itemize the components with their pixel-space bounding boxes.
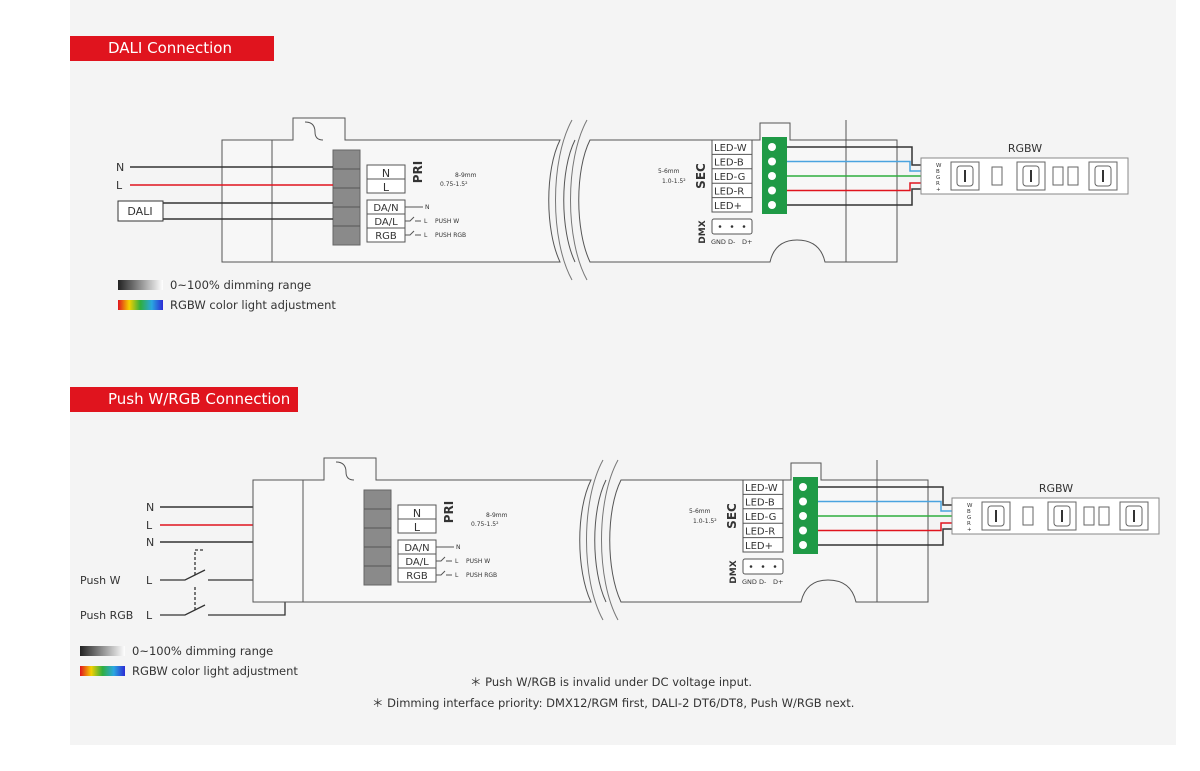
pri-wire-gauge: 0.75-1.5²: [440, 181, 468, 188]
push-input-n2: N: [146, 536, 154, 549]
led-strip: RGBW W B G R +: [951, 482, 1160, 535]
led-g-label: LED-G: [714, 172, 745, 183]
dal-label: DA/L: [374, 217, 398, 228]
led-plus-label: LED+: [745, 541, 773, 552]
pri-terminal-labels: N L PRI 8-9mm 0.75-1.5² DA/N DA/L RGB N …: [397, 501, 508, 583]
rgbw-gradient-swatch: [118, 300, 163, 310]
led-plus-label: LED+: [714, 201, 742, 212]
section-header-push: Push W/RGB Connection: [70, 387, 298, 412]
dan-label: DA/N: [373, 203, 398, 214]
legend-color: RGBW color light adjustment: [170, 298, 336, 312]
pri-l: L: [383, 181, 390, 194]
strip-pin-b: B: [967, 509, 971, 515]
rgb-label: RGB: [375, 231, 397, 242]
strip-pin-g: G: [967, 515, 971, 521]
driver-body: [252, 457, 929, 621]
strip-pin-plus: +: [936, 187, 941, 193]
driver-unit-push: N L PRI 8-9mm 0.75-1.5² DA/N DA/L RGB N …: [252, 457, 1160, 621]
note-priority: ＊ Dimming interface priority: DMX12/RGM …: [372, 696, 854, 710]
dal-label: DA/L: [405, 557, 429, 568]
sec-label: SEC: [694, 163, 708, 189]
note-dc-input: ＊ Push W/RGB is invalid under DC voltage…: [470, 675, 752, 689]
led-b-label: LED-B: [745, 498, 775, 509]
strip-pin-w: W: [967, 503, 973, 509]
strip-title: RGBW: [1039, 482, 1073, 495]
dan-label: DA/N: [404, 543, 429, 554]
sec-strip-length: 5-6mm: [689, 508, 711, 515]
push-w-l: L: [146, 574, 153, 587]
dal-l: L: [424, 218, 428, 225]
sec-wire-gauge: 1.0-1.5²: [693, 518, 717, 525]
push-rgb-l: L: [146, 609, 153, 622]
strip-pin-plus: +: [967, 527, 972, 533]
pri-label: PRI: [411, 161, 425, 184]
dimming-gradient-swatch: [118, 280, 163, 290]
push-w-label: PUSH W: [435, 218, 459, 225]
diagram-panel: [70, 0, 1176, 745]
push-rgb-input: Push RGB: [80, 609, 133, 622]
rgbw-gradient-swatch: [80, 666, 125, 676]
strip-pin-r: R: [936, 181, 940, 187]
dmx-gnd: GND: [742, 578, 757, 586]
strip-pin-r: R: [967, 521, 971, 527]
sec-strip-length: 5-6mm: [658, 168, 680, 175]
dmx-d-plus: D+: [773, 578, 783, 586]
legend-dimming: 0~100% dimming range: [132, 644, 273, 658]
led-b-label: LED-B: [714, 158, 744, 169]
pri-strip-length: 8-9mm: [486, 512, 508, 519]
pri-strip-length: 8-9mm: [455, 172, 477, 179]
dmx-d-plus: D+: [742, 238, 752, 246]
led-w-label: LED-W: [745, 483, 778, 494]
legend-color: RGBW color light adjustment: [132, 664, 298, 678]
pri-label: PRI: [442, 501, 456, 524]
pri-n: N: [413, 507, 421, 520]
push-w-input: Push W: [80, 574, 121, 587]
dmx-label: DMX: [698, 220, 708, 243]
strip-pin-b: B: [936, 169, 940, 175]
dali-inputs: N L DALI: [116, 161, 333, 222]
driver-unit: N L PRI 8-9mm 0.75-1.5² DA/N DA/L RGB N …: [221, 117, 1129, 281]
led-w-label: LED-W: [714, 143, 747, 154]
pri-n: N: [382, 167, 390, 180]
push-rgb-label: PUSH RGB: [466, 572, 497, 579]
legend-dali: 0~100% dimming range RGBW color light ad…: [118, 278, 336, 312]
led-strip: RGBW W B G R +: [920, 142, 1129, 195]
dimming-gradient-swatch: [80, 646, 125, 656]
sec-wire-gauge: 1.0-1.5²: [662, 178, 686, 185]
dali-bus-box: DALI: [127, 205, 152, 218]
led-r-label: LED-R: [745, 527, 775, 538]
legend-dimming: 0~100% dimming range: [170, 278, 311, 292]
strip-pin-w: W: [936, 163, 942, 169]
sec-terminal: 5-6mm 1.0-1.5² SEC LED-W LED-B LED-G LED…: [689, 477, 818, 586]
input-n: N: [116, 161, 124, 174]
push-input-n1: N: [146, 501, 154, 514]
push-rgb-label: PUSH RGB: [435, 232, 466, 239]
rgb-l: L: [455, 572, 459, 579]
input-l: L: [116, 179, 123, 192]
dan-n: N: [456, 544, 461, 551]
strip-pin-g: G: [936, 175, 940, 181]
legend-push: 0~100% dimming range RGBW color light ad…: [80, 644, 298, 678]
pri-l: L: [414, 521, 421, 534]
dal-l: L: [455, 558, 459, 565]
rgb-label: RGB: [406, 571, 428, 582]
driver-body: [221, 117, 898, 281]
strip-title: RGBW: [1008, 142, 1042, 155]
dmx-gnd: GND: [711, 238, 726, 246]
dan-n: N: [425, 204, 430, 211]
led-g-label: LED-G: [745, 512, 776, 523]
push-input-l: L: [146, 519, 153, 532]
led-r-label: LED-R: [714, 187, 744, 198]
rgb-l: L: [424, 232, 428, 239]
pri-wire-gauge: 0.75-1.5²: [471, 521, 499, 528]
section-header-dali: DALI Connection: [70, 36, 274, 61]
push-w-label: PUSH W: [466, 558, 490, 565]
pri-terminal-labels: N L PRI 8-9mm 0.75-1.5² DA/N DA/L RGB N …: [366, 161, 477, 243]
dmx-label: DMX: [729, 560, 739, 583]
sec-terminal: 5-6mm 1.0-1.5² SEC LED-W LED-B LED-G LED…: [658, 137, 787, 246]
sec-label: SEC: [725, 503, 739, 529]
dmx-d-minus: D-: [759, 578, 767, 586]
dmx-d-minus: D-: [728, 238, 736, 246]
